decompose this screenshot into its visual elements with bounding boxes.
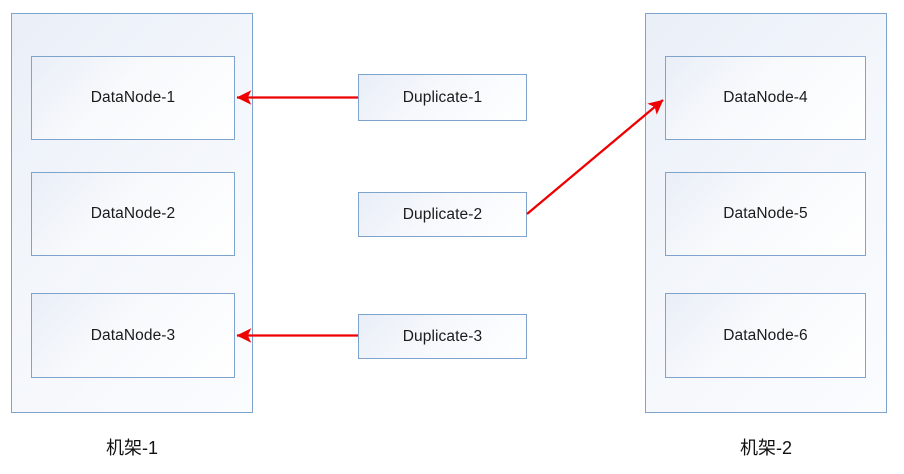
duplicate-label: Duplicate-1 [402,88,483,106]
node-label: DataNode-1 [90,89,176,106]
duplicate-label: Duplicate-3 [402,327,483,345]
node-datanode-6[interactable]: DataNode-6 [665,293,866,378]
node-datanode-4[interactable]: DataNode-4 [665,56,866,140]
arrow-duplicate-2-to-datanode-4 [526,99,664,215]
node-label: DataNode-2 [90,205,176,222]
rack-caption-1: 机架-1 [105,438,158,458]
node-datanode-2[interactable]: DataNode-2 [31,172,235,256]
node-datanode-1[interactable]: DataNode-1 [31,56,235,140]
node-datanode-5[interactable]: DataNode-5 [665,172,866,256]
node-label: DataNode-3 [90,326,176,344]
duplicate-label: Duplicate-2 [402,205,483,223]
rack-caption-2: 机架-2 [739,438,792,458]
node-label: DataNode-5 [723,205,808,222]
node-datanode-3[interactable]: DataNode-3 [31,293,235,378]
duplicate-box-2[interactable]: Duplicate-2 [358,192,527,237]
node-label: DataNode-6 [723,326,808,344]
node-label: DataNode-4 [723,89,808,106]
duplicate-box-3[interactable]: Duplicate-3 [358,314,527,359]
duplicate-box-1[interactable]: Duplicate-1 [358,74,527,121]
